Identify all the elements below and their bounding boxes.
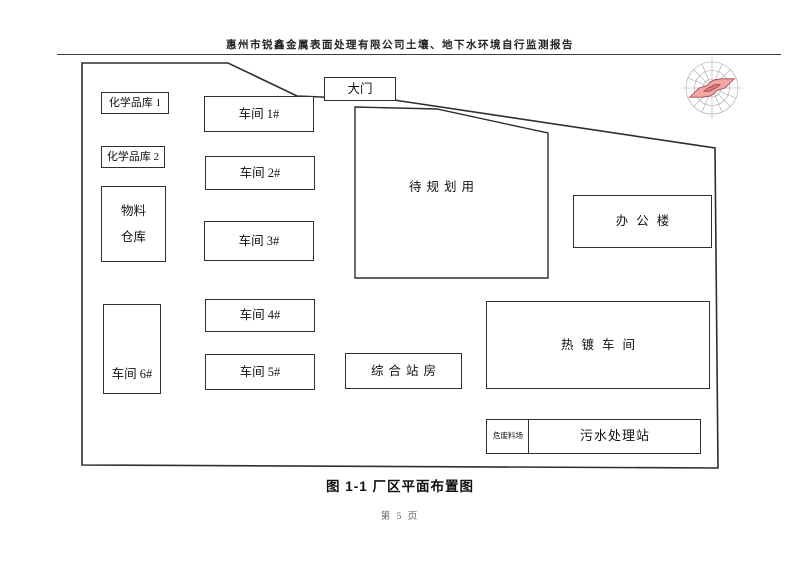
hot-galvanizing-workshop-label: 热镀车间 bbox=[560, 337, 643, 352]
page-header-title: 惠州市锐鑫金属表面处理有限公司土壤、地下水环境自行监测报告 bbox=[226, 40, 574, 51]
comprehensive-station-box: 综合站房 bbox=[345, 353, 462, 389]
material-warehouse-label-line1: 物料 bbox=[120, 204, 146, 219]
chemical-store-2-box: 化学品库 2 bbox=[101, 146, 165, 168]
workshop-6-box: 车间 6# bbox=[103, 304, 161, 394]
main-gate-box: 大门 bbox=[324, 77, 396, 101]
workshop-5-label: 车间 5# bbox=[239, 364, 281, 379]
office-building-label: 办公楼 bbox=[615, 214, 678, 229]
hazardous-waste-yard-box: 危废料场 bbox=[486, 419, 530, 454]
wind-rose bbox=[682, 58, 742, 118]
office-building-box: 办公楼 bbox=[573, 195, 712, 248]
workshop-3-label: 车间 3# bbox=[238, 233, 280, 248]
workshop-5-box: 车间 5# bbox=[205, 354, 315, 390]
sewage-treatment-station-box: 污水处理站 bbox=[528, 419, 701, 454]
chemical-store-2-label: 化学品库 2 bbox=[106, 150, 160, 163]
header-divider bbox=[57, 54, 781, 55]
chemical-store-1-label: 化学品库 1 bbox=[108, 96, 162, 109]
chemical-store-1-box: 化学品库 1 bbox=[101, 92, 169, 114]
wind-rose-inner-lobe bbox=[702, 84, 722, 92]
workshop-3-box: 车间 3# bbox=[204, 221, 314, 261]
hazardous-waste-yard-label: 危废料场 bbox=[493, 431, 523, 441]
workshop-2-label: 车间 2# bbox=[239, 165, 281, 180]
figure-caption: 图 1-1 厂区平面布置图 bbox=[325, 479, 474, 494]
workshop-2-box: 车间 2# bbox=[205, 156, 315, 190]
hot-galvanizing-workshop-box: 热镀车间 bbox=[486, 301, 710, 389]
sewage-treatment-station-label: 污水处理站 bbox=[579, 428, 650, 444]
workshop-4-label: 车间 4# bbox=[239, 308, 281, 323]
factory-boundary bbox=[81, 62, 719, 469]
page-number: 第 5 页 bbox=[380, 512, 420, 522]
planned-area-label: 待规划用 bbox=[408, 179, 479, 194]
planned-area-outline bbox=[354, 106, 549, 279]
main-gate-label: 大门 bbox=[347, 81, 373, 96]
material-warehouse-label-line2: 仓库 bbox=[120, 229, 146, 244]
comprehensive-station-label: 综合站房 bbox=[370, 363, 441, 378]
workshop-6-label: 车间 6# bbox=[111, 366, 153, 381]
workshop-1-label: 车间 1# bbox=[238, 106, 280, 121]
material-warehouse-box: 物料 仓库 bbox=[101, 186, 166, 262]
workshop-1-box: 车间 1# bbox=[204, 96, 314, 132]
workshop-4-box: 车间 4# bbox=[205, 299, 315, 332]
